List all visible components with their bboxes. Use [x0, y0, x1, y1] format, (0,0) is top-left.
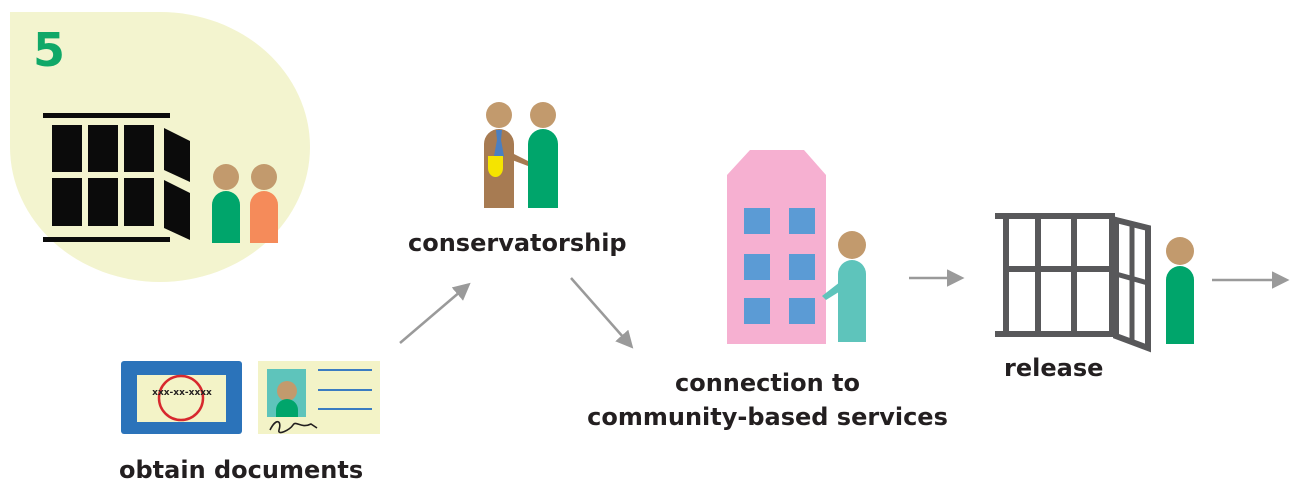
building-icon — [727, 150, 826, 344]
jail-door-open-icon — [995, 213, 1151, 353]
label-community-line1: connection to — [675, 369, 860, 397]
label-conservatorship: conservatorship — [408, 229, 627, 257]
conservator-suit-person-icon — [484, 102, 530, 208]
person-teal-icon — [822, 231, 866, 342]
person-orange-icon — [250, 164, 278, 243]
ssn-card-icon — [121, 361, 242, 434]
id-card-icon — [258, 361, 380, 434]
step-number: 5 — [33, 23, 66, 77]
label-community-line2: community-based services — [587, 403, 948, 431]
jail-door-closed-icon — [43, 113, 190, 242]
person-green-icon — [212, 164, 240, 243]
label-release: release — [1004, 354, 1104, 382]
conservatee-person-icon — [528, 102, 558, 208]
released-person-icon — [1166, 237, 1194, 344]
arrow-documents-to-conservatorship — [399, 282, 471, 344]
label-obtain-documents: obtain documents — [119, 456, 364, 484]
ssn-card-text: xxx-xx-xxxx — [152, 388, 212, 398]
arrow-conservatorship-to-services — [570, 277, 634, 349]
